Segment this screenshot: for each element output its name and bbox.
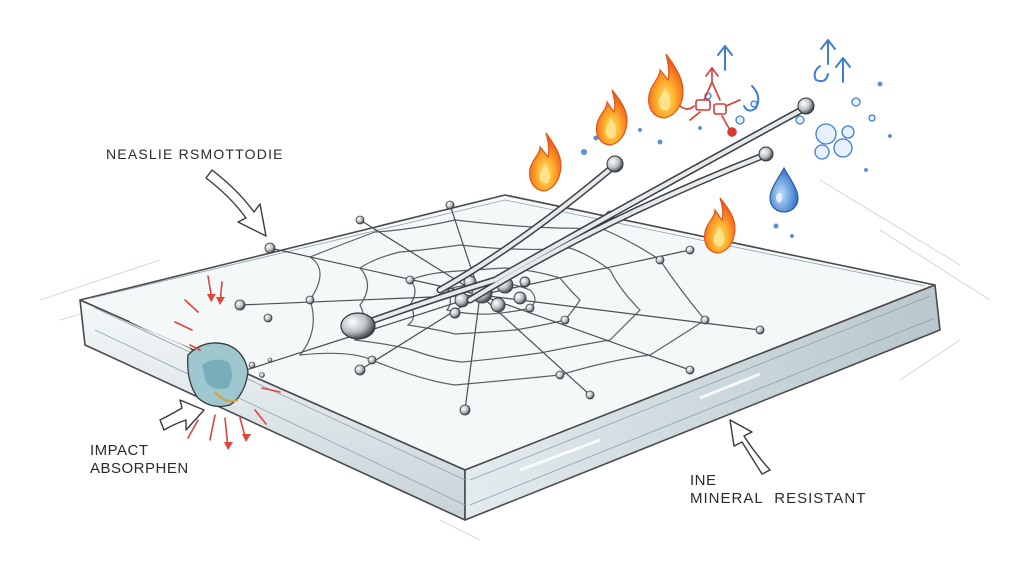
glass-slab — [79, 194, 941, 521]
up-arrow-icon — [835, 57, 851, 83]
rods — [340, 97, 815, 340]
up-arrow-icon — [820, 39, 836, 65]
impact-label-line2: ABSORPHEN — [90, 460, 189, 477]
mineral-label: INE MINERAL RESISTANT — [690, 472, 866, 508]
water-effects — [581, 39, 892, 238]
up-arrow-icon — [717, 45, 733, 71]
flame-icon — [529, 132, 562, 192]
pointer-arrows — [159, 169, 771, 475]
rod-head-ball — [340, 312, 376, 340]
impact-arrows-small — [207, 294, 251, 450]
top-left-label: NEASLIE RSMOTTODIE — [106, 146, 284, 162]
mineral-label-line2: MINERAL RESISTANT — [690, 490, 867, 507]
impact-chunk — [187, 342, 273, 408]
water-drop-icon — [769, 166, 799, 213]
flame-icon — [595, 89, 628, 146]
flame-icon — [703, 197, 736, 254]
pointer-arrow-icon — [159, 399, 205, 431]
flame-icon — [648, 53, 684, 119]
chemical-structure — [679, 66, 741, 137]
impact-label: IMPACT ABSORPHEN — [90, 442, 189, 478]
spider-web — [239, 204, 761, 411]
slab-top-surface — [79, 194, 936, 471]
flames — [529, 53, 736, 254]
mineral-label-line1: INE — [690, 472, 717, 489]
slab-right-face — [464, 284, 941, 521]
pointer-arrow-icon — [205, 169, 267, 237]
construction-lines — [39, 179, 991, 541]
pointer-arrow-icon — [729, 419, 771, 475]
impact-label-line1: IMPACT — [90, 442, 149, 459]
